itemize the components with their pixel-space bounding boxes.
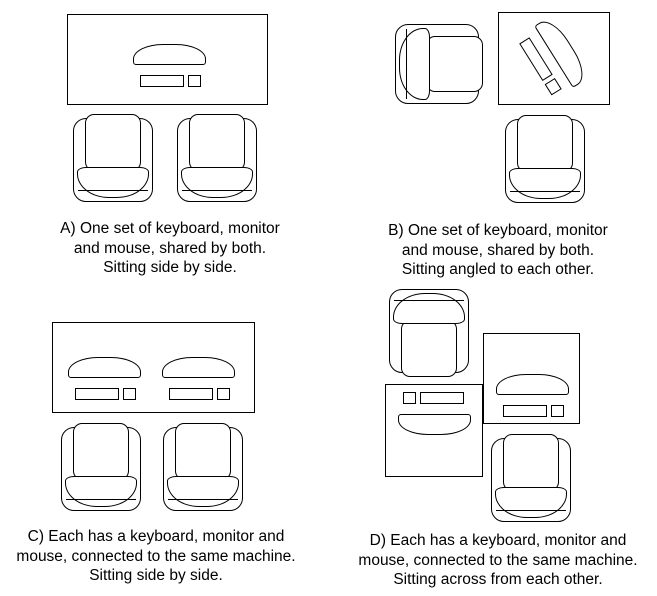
caption-line: Sitting side by side. bbox=[103, 259, 237, 276]
mouse-icon bbox=[188, 75, 201, 87]
monitor-icon bbox=[133, 44, 206, 65]
workstation bbox=[162, 357, 235, 400]
caption-line: Sitting side by side. bbox=[89, 567, 223, 584]
mouse-icon bbox=[403, 392, 416, 404]
option-d-caption: D) Each has a keyboard, monitor and mous… bbox=[348, 531, 648, 590]
keyboard-icon bbox=[75, 388, 119, 400]
chair-icon bbox=[73, 114, 153, 202]
monitor-icon bbox=[398, 414, 471, 435]
caption-line: and mouse, shared by both. bbox=[73, 239, 267, 257]
keyboard-icon bbox=[503, 405, 547, 417]
chair-backrest bbox=[503, 434, 559, 491]
mouse-icon bbox=[123, 388, 136, 400]
chair-icon bbox=[505, 115, 585, 203]
chair-seat bbox=[509, 168, 581, 199]
caption-line: mouse, connected to the same machine. bbox=[16, 547, 296, 565]
chair-icon bbox=[61, 423, 141, 511]
caption-line: Sitting angled to each other. bbox=[401, 261, 595, 278]
chair-icon bbox=[163, 423, 243, 511]
mouse-icon bbox=[551, 405, 564, 417]
option-a-caption: A) One set of keyboard, monitor and mous… bbox=[20, 219, 320, 278]
caption-line: B) One set of keyboard, monitor bbox=[388, 222, 608, 239]
monitor-icon bbox=[162, 357, 235, 378]
chair-icon bbox=[395, 24, 483, 104]
chair-backrest bbox=[189, 114, 245, 171]
chair-icon bbox=[389, 289, 469, 377]
workstation bbox=[133, 44, 206, 87]
workstation bbox=[496, 374, 569, 417]
keyboard-icon bbox=[169, 388, 213, 400]
chair-backrest bbox=[401, 320, 457, 377]
option-b-caption: B) One set of keyboard, monitor and mous… bbox=[348, 221, 648, 280]
caption-line: D) Each has a keyboard, monitor and bbox=[369, 532, 627, 549]
caption-line: A) One set of keyboard, monitor bbox=[60, 220, 280, 237]
chair-backrest bbox=[517, 115, 573, 172]
caption-line: and mouse, shared by both. bbox=[401, 241, 595, 259]
caption-line: C) Each has a keyboard, monitor and bbox=[27, 528, 285, 545]
chair-backrest bbox=[73, 423, 129, 480]
caption-line: Sitting across from each other. bbox=[393, 571, 603, 588]
keyboard-icon bbox=[140, 75, 184, 87]
monitor-icon bbox=[496, 374, 569, 395]
chair-icon bbox=[177, 114, 257, 202]
chair-backrest bbox=[175, 423, 231, 480]
chair-backrest bbox=[426, 36, 483, 92]
caption-line: mouse, connected to the same machine. bbox=[358, 551, 638, 569]
workstation bbox=[68, 357, 141, 400]
option-c-caption: C) Each has a keyboard, monitor and mous… bbox=[6, 527, 306, 586]
keyboard-icon bbox=[420, 392, 464, 404]
workstation bbox=[398, 392, 471, 435]
monitor-icon bbox=[68, 357, 141, 378]
chair-backrest bbox=[85, 114, 141, 171]
mouse-icon bbox=[217, 388, 230, 400]
chair-seat bbox=[167, 476, 239, 507]
chair-icon bbox=[491, 434, 571, 522]
